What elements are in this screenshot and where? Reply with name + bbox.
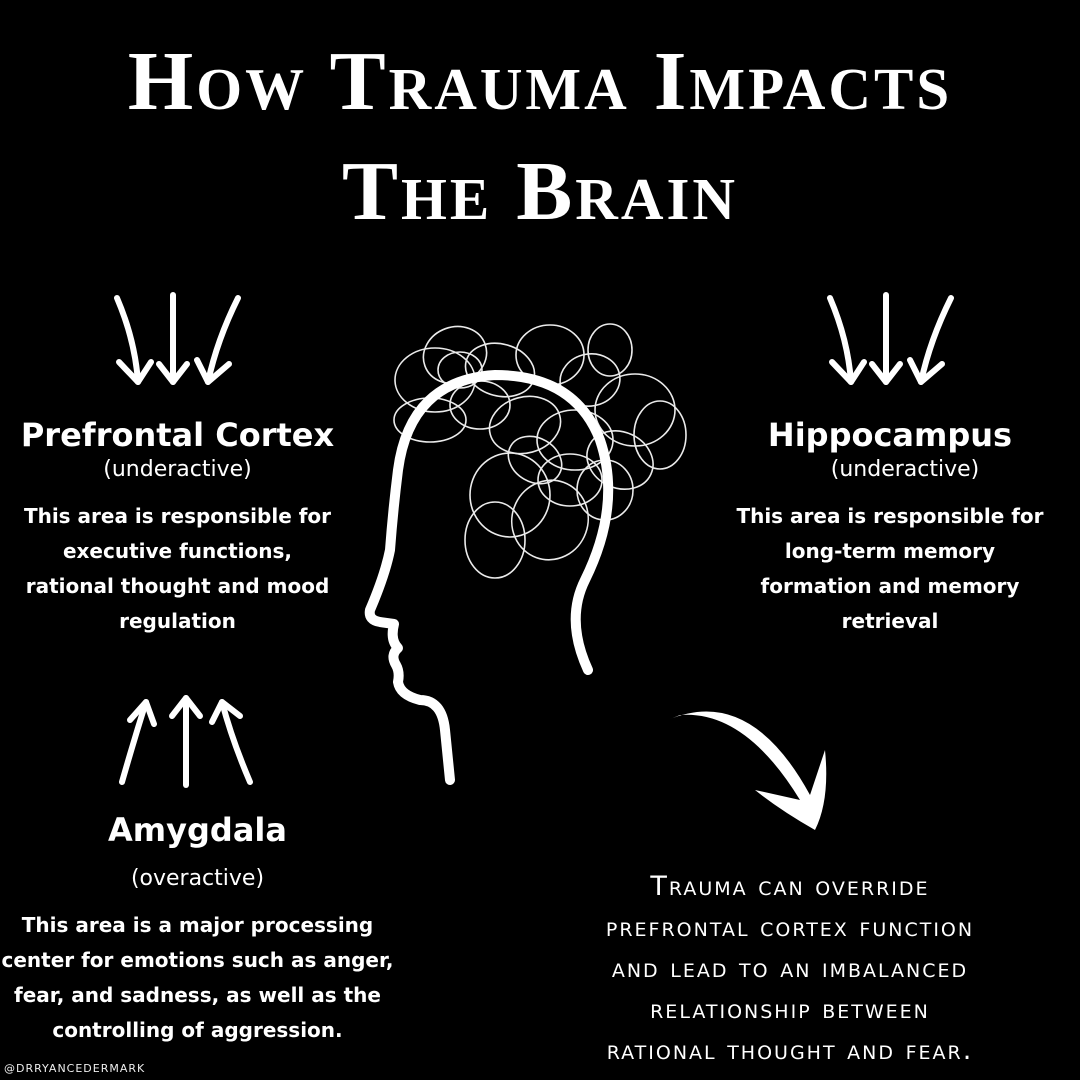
page-title-line-2: The Brain — [341, 145, 739, 238]
page-title-line-1: How Trauma Impacts — [127, 35, 953, 128]
triple-down-arrow-icon — [827, 292, 954, 385]
region-description: This area is responsible for long-term m… — [736, 504, 1044, 633]
head-profile-tangled-brain-icon — [364, 323, 687, 785]
region-prefrontal-cortex: Prefrontal Cortex (underactive) This are… — [0, 415, 355, 639]
region-description: This area is a major processing center f… — [1, 913, 394, 1042]
region-status: (overactive) — [130, 866, 265, 891]
region-heading: Prefrontal Cortex — [20, 416, 335, 454]
region-heading: Amygdala — [108, 811, 287, 849]
region-status: (underactive) — [103, 457, 252, 482]
triple-up-arrow-icon — [119, 695, 253, 788]
callout-text: Trauma can override prefrontal cortex fu… — [605, 871, 975, 1066]
region-hippocampus: Hippocampus (underactive) This area is r… — [710, 415, 1070, 639]
region-description: This area is responsible for executive f… — [23, 504, 332, 633]
region-amygdala: Amygdala (overactive) This area is a maj… — [0, 810, 395, 1048]
curved-arrow-icon — [668, 711, 827, 830]
triple-down-arrow-icon — [114, 292, 241, 385]
region-heading: Hippocampus — [767, 416, 1013, 454]
author-handle: @DRRYANCEDERMARK — [4, 1062, 146, 1075]
region-status: (underactive) — [830, 457, 980, 482]
